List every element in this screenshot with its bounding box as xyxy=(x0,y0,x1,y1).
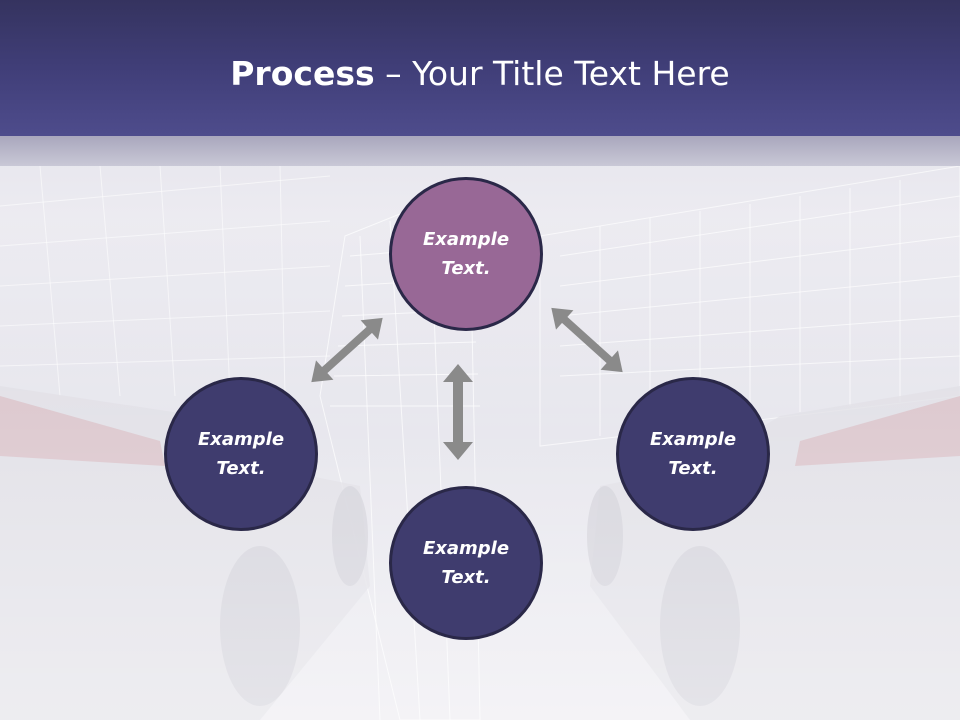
slide-title[interactable]: Process – Your Title Text Here xyxy=(0,52,960,96)
title-bar xyxy=(0,0,960,136)
title-rest: – Your Title Text Here xyxy=(374,54,730,93)
title-bar-shadow-band xyxy=(0,136,960,166)
title-bold-word: Process xyxy=(230,54,375,93)
background-wireframe-illustration xyxy=(0,166,960,720)
arrow-center-vertical xyxy=(443,364,473,460)
arrow-top-left xyxy=(311,317,383,383)
arrow-top-right xyxy=(551,307,623,373)
